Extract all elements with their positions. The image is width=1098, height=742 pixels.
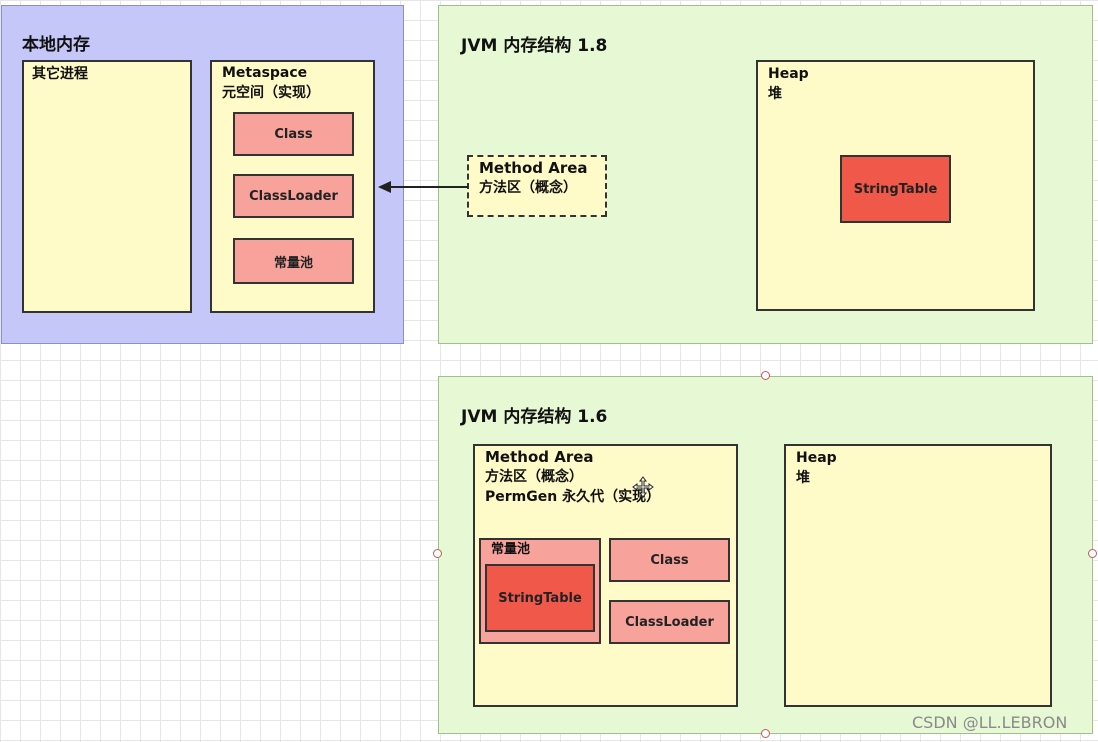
jvm18-heap-box: Heap 堆 bbox=[756, 60, 1035, 311]
method-area-to-metaspace-arrow bbox=[378, 181, 468, 193]
other-process-label: 其它进程 bbox=[32, 66, 88, 82]
jvm18-title: JVM 内存结构 1.8 bbox=[461, 36, 608, 56]
jvm18-heap-title: Heap bbox=[768, 66, 809, 82]
jvm18-string-table-box: StringTable bbox=[840, 155, 951, 223]
jvm18-method-area-box: Method Area 方法区（概念） bbox=[467, 155, 607, 217]
metaspace-classloader-box: ClassLoader bbox=[233, 174, 354, 218]
jvm16-title: JVM 内存结构 1.6 bbox=[461, 407, 608, 427]
jvm16-method-area-subtitle: 方法区（概念） bbox=[485, 469, 583, 485]
jvm16-classloader-box: ClassLoader bbox=[609, 600, 730, 644]
jvm16-heap-box: Heap 堆 bbox=[784, 444, 1052, 707]
jvm18-method-area-title: Method Area bbox=[479, 159, 588, 177]
jvm16-method-area-title: Method Area bbox=[485, 448, 594, 466]
resize-handle-top[interactable] bbox=[761, 371, 770, 380]
jvm16-heap-title: Heap bbox=[796, 450, 837, 466]
jvm18-heap-subtitle: 堆 bbox=[768, 86, 782, 102]
jvm18-method-area-subtitle: 方法区（概念） bbox=[479, 180, 577, 196]
jvm16-class-box: Class bbox=[609, 538, 730, 582]
resize-handle-bottom[interactable] bbox=[761, 729, 770, 738]
jvm16-string-table-box: StringTable bbox=[485, 564, 595, 632]
jvm16-heap-subtitle: 堆 bbox=[796, 470, 810, 486]
jvm16-permgen-label: PermGen 永久代（实现） bbox=[485, 489, 661, 505]
jvm16-constant-pool-label: 常量池 bbox=[491, 542, 531, 557]
local-memory-title: 本地内存 bbox=[22, 35, 90, 55]
metaspace-constant-pool-box: 常量池 bbox=[233, 238, 354, 284]
watermark: CSDN @LL.LEBRON bbox=[912, 713, 1068, 732]
move-cursor-icon bbox=[632, 476, 654, 498]
metaspace-class-box: Class bbox=[233, 112, 354, 156]
metaspace-title: Metaspace bbox=[222, 65, 308, 81]
metaspace-subtitle: 元空间（实现） bbox=[222, 85, 320, 101]
other-process-box: 其它进程 bbox=[22, 60, 192, 313]
resize-handle-left[interactable] bbox=[433, 549, 442, 558]
resize-handle-right[interactable] bbox=[1088, 549, 1097, 558]
